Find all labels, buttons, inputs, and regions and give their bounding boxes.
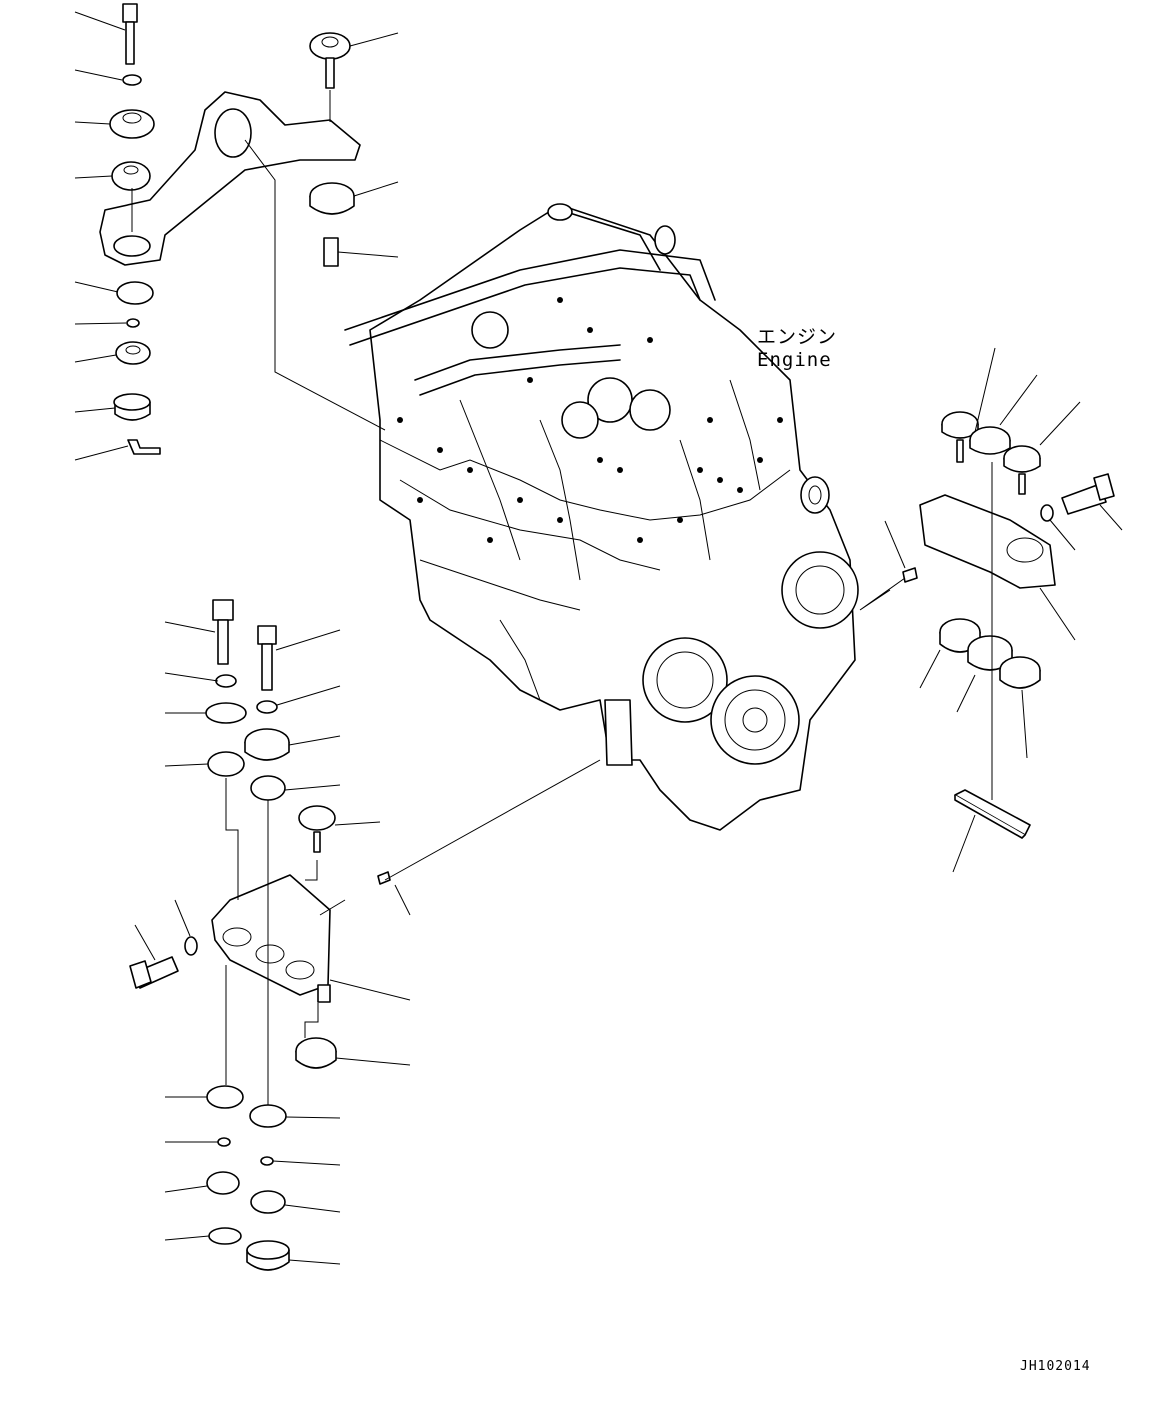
engine-label-ja: エンジン <box>757 326 837 348</box>
drawing-code: JH102014 <box>1020 1359 1091 1374</box>
top-center-mount-group <box>309 32 399 267</box>
front-mount-group <box>74 3 386 461</box>
engine-label-en: Engine <box>757 349 832 371</box>
rear-right-mount-group <box>859 347 1123 873</box>
rear-left-mount-group <box>129 599 601 1271</box>
engine-assembly: エンジン Engine <box>344 203 859 831</box>
